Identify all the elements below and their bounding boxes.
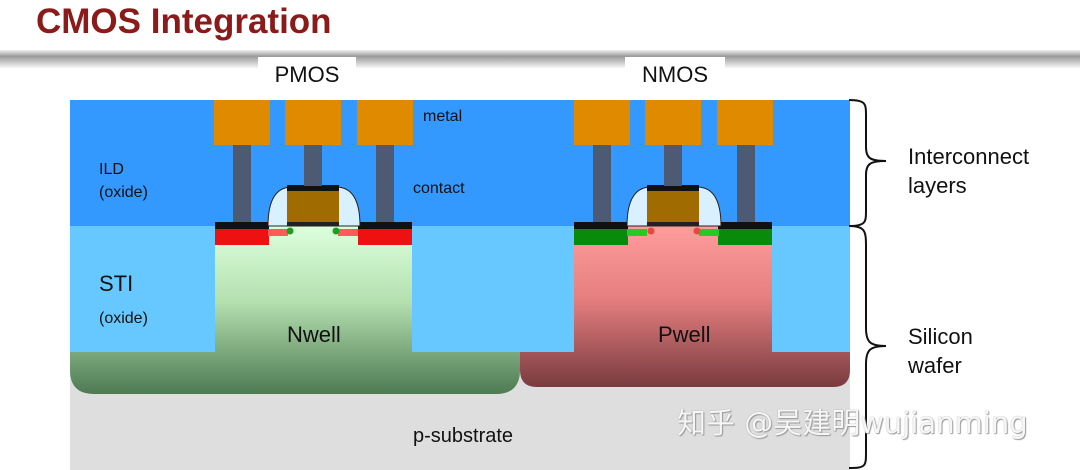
nmos-gate-silicide (647, 185, 699, 191)
pmos-gate-oxide (287, 222, 339, 226)
sti-oxide-label: (oxide) (99, 310, 148, 327)
nmos-gate (647, 190, 699, 222)
interconnect-bracket (848, 99, 887, 227)
ild-oxide-label: (oxide) (99, 184, 148, 201)
pmos-ldd-left (268, 229, 288, 236)
p-substrate-label: p-substrate (413, 425, 514, 447)
ild-label: ILD (99, 161, 124, 178)
silicon-label-line1: Silicon (908, 324, 973, 349)
nmos-ldd-left (627, 229, 647, 236)
pmos-ldd-right (338, 229, 358, 236)
nmos-halo-left (647, 227, 655, 235)
nmos-ldd-right (699, 229, 719, 236)
pmos-heading: PMOS (258, 57, 356, 93)
sti-left (70, 226, 215, 352)
sti-label: STI (99, 271, 134, 296)
metal-label: metal (423, 108, 463, 125)
contact-plugs (233, 145, 755, 222)
interconnect-label-line2: layers (908, 173, 967, 198)
contact-label: contact (413, 180, 465, 197)
pmos-halo-right (332, 227, 340, 235)
pmos-gate (287, 190, 339, 222)
nmos-halo-right (693, 227, 701, 235)
nmos-source-diffusion (574, 229, 628, 245)
nwell-label: Nwell (287, 322, 341, 347)
pwell-label: Pwell (658, 322, 711, 347)
slide-title: CMOS Integration (36, 2, 332, 41)
pmos-drain-diffusion (358, 229, 412, 245)
pmos-gate-silicide (287, 185, 339, 191)
sti-middle (412, 226, 574, 352)
sti-right (772, 226, 850, 352)
pmos-halo-left (286, 227, 294, 235)
pwell-region (520, 226, 850, 387)
nmos-gate-oxide (647, 222, 699, 226)
nmos-heading: NMOS (625, 57, 725, 93)
pmos-source-diffusion (215, 229, 269, 245)
watermark-text: 知乎 @吴建明wujianming (677, 406, 1028, 440)
interconnect-label-line1: Interconnect (908, 144, 1030, 169)
silicon-bracket (848, 225, 887, 469)
silicon-label-line2: wafer (908, 353, 962, 378)
nmos-drain-diffusion (718, 229, 772, 245)
silicide-strips (215, 222, 772, 229)
metal-lines (214, 100, 773, 145)
